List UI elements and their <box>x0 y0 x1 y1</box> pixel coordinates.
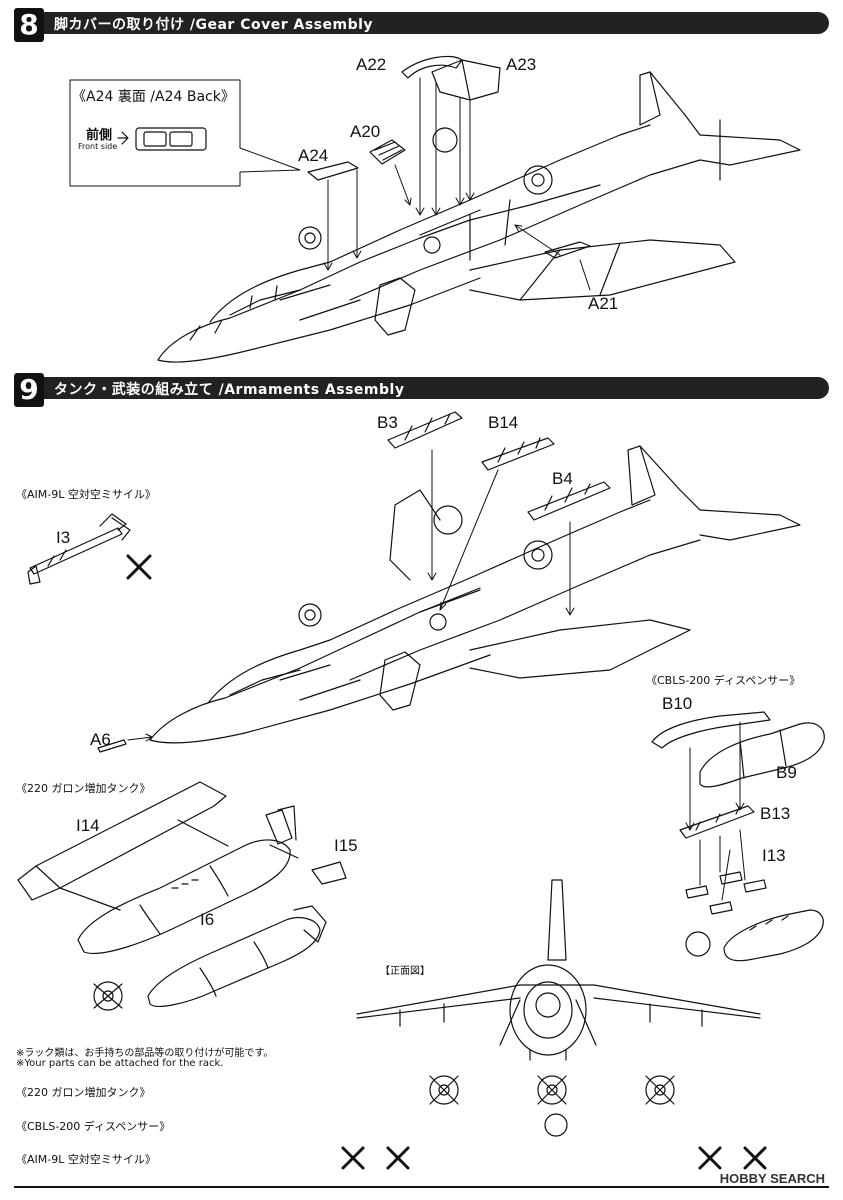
note-en: ※Your parts can be attached for the rack… <box>16 1058 224 1069</box>
part-i14-pylon-drawing <box>17 781 227 901</box>
label-a24: A24 <box>298 146 329 165</box>
front-side-label-en: Front side <box>78 142 118 151</box>
step-8-band <box>38 12 829 34</box>
part-a20-drawing <box>369 139 406 165</box>
label-b10: B10 <box>662 694 693 713</box>
a24-back-callout-title: 《A24 裏面 /A24 Back》 <box>72 89 235 105</box>
front-side-label-jp: 前側 <box>86 128 113 143</box>
legend-aim-x-marks <box>341 1146 767 1170</box>
part-a21-drawing <box>544 241 591 259</box>
part-a22-drawing <box>401 55 463 79</box>
step8-aircraft-drawing <box>157 71 801 363</box>
label-b9: B9 <box>776 763 797 782</box>
label-i14: I14 <box>76 816 100 835</box>
part-i15-drawing <box>311 861 347 885</box>
part-b14-drawing <box>481 437 555 471</box>
label-i6: I6 <box>200 910 215 929</box>
step8-arrows <box>323 77 591 291</box>
legend-cbls-label: 《CBLS-200 ディスペンサー》 <box>16 1120 171 1133</box>
step-8-number: 8 <box>14 8 44 42</box>
label-b14: B14 <box>488 413 519 432</box>
label-i3: I3 <box>56 528 71 547</box>
footer-rule <box>14 1186 829 1188</box>
step-9-header: 9 タンク・武装の組み立て /Armaments Assembly <box>14 373 829 407</box>
step-9-number: 9 <box>14 373 44 407</box>
part-b3-drawing <box>387 411 463 449</box>
step-9-title: タンク・武装の組み立て /Armaments Assembly <box>54 382 405 398</box>
note-jp: ※ラック類は、お手持ちの部品等の取り付けが可能です。 <box>16 1048 274 1059</box>
label-i15: I15 <box>334 836 358 855</box>
label-i13: I13 <box>762 846 786 865</box>
label-a22: A22 <box>356 55 387 74</box>
part-b10-drawing <box>651 711 771 749</box>
tank-section-title: 《220 ガロン増加タンク》 <box>16 782 151 795</box>
bomb-front-icon <box>93 981 123 1011</box>
legend-tank-label: 《220 ガロン増加タンク》 <box>16 1086 151 1099</box>
aim9l-section-title: 《AIM-9L 空対空ミサイル》 <box>16 488 156 501</box>
aim9l-not-used-x-mark <box>126 554 152 580</box>
watermark-logo: HOBBY SEARCH <box>719 1171 825 1186</box>
step9-aircraft-drawing <box>149 445 801 744</box>
cbls-section-title: 《CBLS-200 ディスペンサー》 <box>646 674 801 687</box>
legend-aim-label: 《AIM-9L 空対空ミサイル》 <box>16 1153 156 1166</box>
legend-tank-icons <box>429 1075 675 1105</box>
part-b4-drawing <box>527 481 611 521</box>
label-a20: A20 <box>350 122 381 141</box>
step-9-band <box>38 377 829 399</box>
legend-cbls-icon <box>544 1113 568 1137</box>
step9-arrows <box>127 449 575 742</box>
part-b13-drawing <box>679 805 755 839</box>
aim9l-missile-drawing <box>27 513 131 585</box>
label-a21: A21 <box>588 294 619 313</box>
front-view-aircraft-drawing <box>356 879 761 1061</box>
cbls-front-icon <box>685 931 711 957</box>
cbls-assembled-drawing <box>723 909 824 962</box>
part-b9-drawing <box>699 722 825 788</box>
part-a23-drawing <box>431 59 501 101</box>
part-a24-drawing <box>307 161 359 181</box>
label-a6: A6 <box>90 730 111 749</box>
part-i13-drawing <box>685 871 767 915</box>
a24-back-callout-bubble <box>69 79 301 187</box>
label-a23: A23 <box>506 55 537 74</box>
label-b3: B3 <box>377 413 398 432</box>
label-b13: B13 <box>760 804 791 823</box>
tank-drawing <box>59 805 299 954</box>
step-8-title: 脚カバーの取り付け /Gear Cover Assembly <box>54 17 374 33</box>
label-b4: B4 <box>552 469 573 488</box>
front-view-title: 【正面図】 <box>380 966 430 977</box>
cbls-arrows <box>685 721 746 901</box>
part-a6-drawing <box>97 739 127 753</box>
step-8-header: 8 脚カバーの取り付け /Gear Cover Assembly <box>14 8 829 42</box>
bomb-i6-drawing <box>147 905 327 1007</box>
